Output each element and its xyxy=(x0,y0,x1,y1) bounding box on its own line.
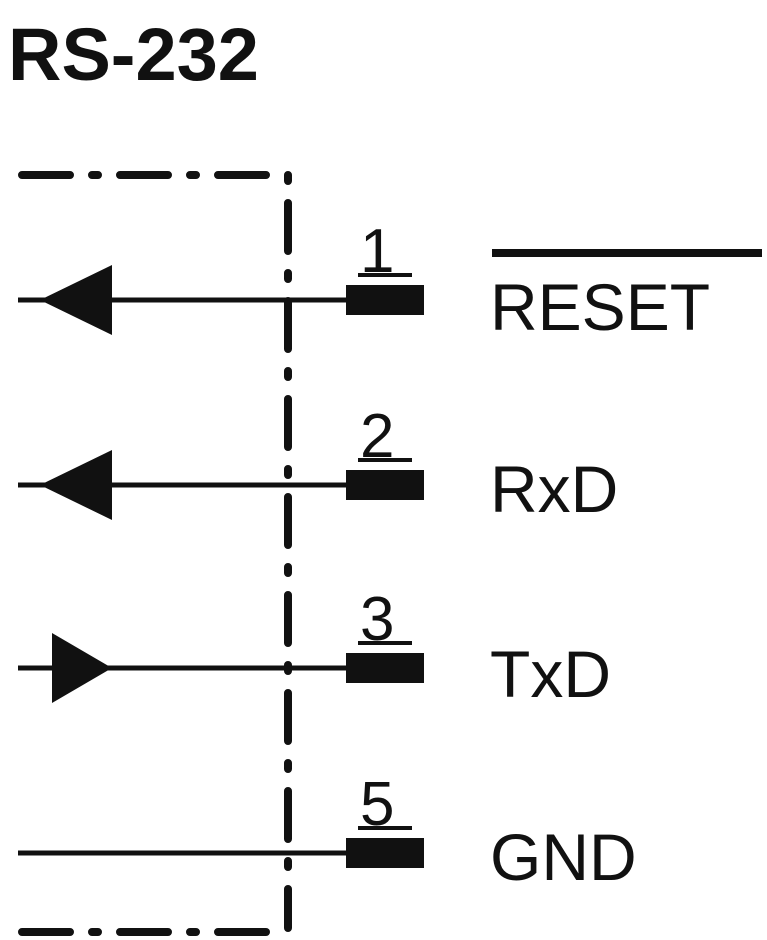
pin-row-3: 3 TxD xyxy=(18,585,611,711)
pin-3-contact xyxy=(346,653,424,683)
pin-5-signal: GND xyxy=(490,820,637,894)
pin-3-signal: TxD xyxy=(490,637,611,711)
pin-1-left-arrow-icon xyxy=(40,265,112,335)
pin-row-1: 1 RESET xyxy=(18,217,762,344)
pin-row-2: 2 RxD xyxy=(18,402,618,526)
diagram-title: RS-232 xyxy=(8,13,259,96)
pin-2-contact xyxy=(346,470,424,500)
pin-5-contact xyxy=(346,838,424,868)
connector-boundary xyxy=(18,171,292,936)
pin-1-signal: RESET xyxy=(490,270,710,344)
pin-1-contact xyxy=(346,285,424,315)
pin-2-left-arrow-icon xyxy=(40,450,112,520)
pin-row-5: 5 GND xyxy=(18,770,637,894)
pin-3-right-arrow-icon xyxy=(52,633,112,703)
pin-2-signal: RxD xyxy=(490,452,618,526)
